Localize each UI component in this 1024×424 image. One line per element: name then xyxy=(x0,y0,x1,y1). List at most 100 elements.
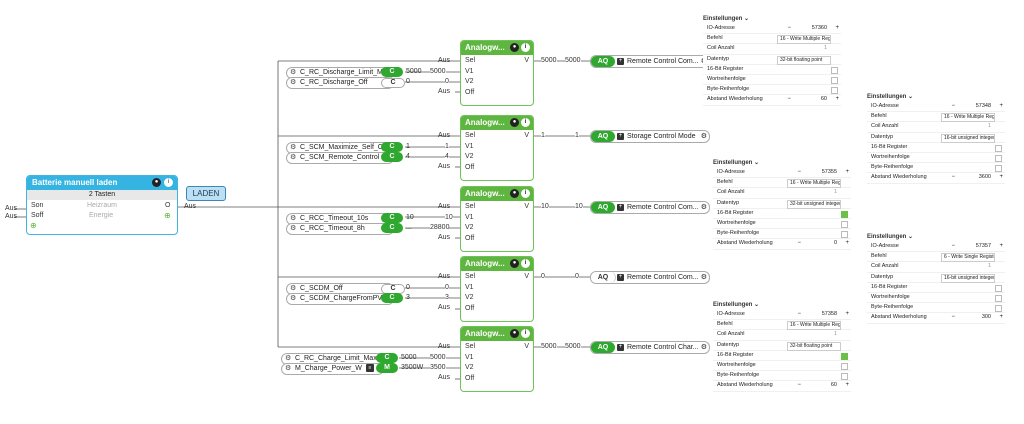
coil-anzahl-input[interactable]: 1 xyxy=(823,45,827,52)
wortreihenfolge-checkbox[interactable] xyxy=(841,220,848,228)
chevron-down-icon[interactable]: ⌄ xyxy=(908,94,914,100)
gear-icon[interactable]: ⚙ xyxy=(285,355,292,362)
abstand-input[interactable]: 60 xyxy=(830,382,837,389)
io-address-input[interactable]: 57348 xyxy=(975,103,991,109)
gear-icon[interactable]: ⚙ xyxy=(290,154,297,161)
info-icon[interactable]: i xyxy=(521,329,530,338)
gear-icon[interactable]: ⚙ xyxy=(290,144,297,151)
increment-button[interactable]: + xyxy=(999,103,1003,109)
increment-button[interactable]: + xyxy=(835,25,839,31)
befehl-select[interactable]: 16 - Write Multiple Register xyxy=(787,321,841,331)
decrement-button[interactable]: − xyxy=(787,96,791,103)
io-address-input[interactable]: 57357 xyxy=(975,243,991,249)
wortreihenfolge-checkbox[interactable] xyxy=(841,362,848,370)
gear-icon[interactable]: ⚙ xyxy=(290,225,297,232)
decrement-button[interactable]: − xyxy=(787,25,791,31)
analog-output-block[interactable]: AQ + Remote Control Com... ⚙ xyxy=(590,201,710,214)
analog-selector-block[interactable]: Analogw... ● i Sel V1 V2 Off V xyxy=(460,115,534,181)
decrement-button[interactable]: − xyxy=(797,240,801,247)
coil-anzahl-input[interactable]: 1 xyxy=(987,263,991,270)
bytereihenfolge-checkbox[interactable] xyxy=(841,373,848,381)
coil-anzahl-input[interactable]: 1 xyxy=(987,123,991,130)
gear-icon[interactable]: ⚙ xyxy=(290,69,297,76)
befehl-select[interactable]: 6 - Write Single Register (O... xyxy=(941,253,995,263)
abstand-input[interactable]: 0 xyxy=(833,240,837,247)
io-address-input[interactable]: 57358 xyxy=(821,311,837,317)
main-function-block[interactable]: Batterie manuell laden ● i 2 Tasten Son … xyxy=(26,175,178,235)
bytereihenfolge-checkbox[interactable] xyxy=(831,87,838,95)
befehl-select[interactable]: 16 - Write Multiple Register xyxy=(787,179,841,189)
gear-icon[interactable]: ⚙ xyxy=(290,215,297,222)
gear-icon[interactable]: ⚙ xyxy=(285,365,292,372)
abstand-input[interactable]: 3600 xyxy=(978,174,991,181)
add-icon[interactable]: + xyxy=(617,274,624,281)
io-address-input[interactable]: 57355 xyxy=(821,169,837,175)
chevron-down-icon[interactable]: ⌄ xyxy=(744,16,750,22)
constant-block[interactable]: ⚙C_SCDM_ChargeFromPV... xyxy=(286,293,394,305)
datentyp-select[interactable]: 16-bit unsigned integer xyxy=(941,133,995,143)
increment-button[interactable]: + xyxy=(835,96,839,103)
bytereihenfolge-checkbox[interactable] xyxy=(995,305,1002,313)
add-icon[interactable]: + xyxy=(617,133,624,140)
gear-icon[interactable]: ⚙ xyxy=(700,133,707,140)
decrement-button[interactable]: − xyxy=(951,243,955,249)
info-icon[interactable]: i xyxy=(521,259,530,268)
add-icon[interactable]: + xyxy=(617,344,624,351)
decrement-button[interactable]: − xyxy=(797,169,801,175)
constant-block[interactable]: ⚙C_SCM_Remote_Control xyxy=(286,152,394,164)
abstand-input[interactable]: 300 xyxy=(981,314,991,321)
bytereihenfolge-checkbox[interactable] xyxy=(995,165,1002,173)
reg16-checkbox[interactable] xyxy=(841,352,848,360)
analog-output-block[interactable]: AQ + Remote Control Com... ⚙ xyxy=(590,55,710,68)
analog-selector-block[interactable]: Analogw... ● i Sel V1 V2 Off V xyxy=(460,256,534,322)
decrement-button[interactable]: − xyxy=(797,311,801,317)
chevron-down-icon[interactable]: ⌄ xyxy=(754,302,760,308)
datentyp-select[interactable]: 16-bit unsigned integer xyxy=(941,273,995,283)
io-address-input[interactable]: 57360 xyxy=(811,25,827,31)
coil-anzahl-input[interactable]: 1 xyxy=(833,189,837,196)
increment-button[interactable]: + xyxy=(999,174,1003,181)
info-icon[interactable]: i xyxy=(521,189,530,198)
add-icon[interactable]: + xyxy=(617,204,624,211)
wortreihenfolge-checkbox[interactable] xyxy=(995,154,1002,162)
reg16-checkbox[interactable] xyxy=(995,144,1002,152)
bytereihenfolge-checkbox[interactable] xyxy=(841,231,848,239)
analog-selector-block[interactable]: Analogw... ● i Sel V1 V2 Off V xyxy=(460,326,534,392)
abstand-input[interactable]: 60 xyxy=(820,96,827,103)
info-icon[interactable]: i xyxy=(164,178,173,187)
datentyp-select[interactable]: 32-bit floating point xyxy=(777,55,831,65)
info-icon[interactable]: i xyxy=(521,118,530,127)
datentyp-select[interactable]: 32-bit floating point xyxy=(787,341,841,351)
wortreihenfolge-checkbox[interactable] xyxy=(831,76,838,84)
gear-icon[interactable]: ⚙ xyxy=(700,274,707,281)
chevron-down-icon[interactable]: ⌄ xyxy=(908,234,914,240)
increment-button[interactable]: + xyxy=(845,311,849,317)
analog-selector-block[interactable]: Analogw... ● i Sel V1 V2 Off V xyxy=(460,186,534,252)
analog-output-block[interactable]: AQ + Remote Control Char... ⚙ xyxy=(590,341,710,354)
add-output-icon[interactable]: ⊕ xyxy=(164,211,171,220)
decrement-button[interactable]: − xyxy=(951,314,955,321)
analog-selector-block[interactable]: Analogw... ● i Sel V1 V2 Off V xyxy=(460,40,534,106)
increment-button[interactable]: + xyxy=(999,314,1003,321)
decrement-button[interactable]: − xyxy=(951,103,955,109)
gear-icon[interactable]: ⚙ xyxy=(290,79,297,86)
analog-output-block[interactable]: AQ + Remote Control Com... ⚙ xyxy=(590,271,710,284)
chevron-down-icon[interactable]: ⌄ xyxy=(754,160,760,166)
increment-button[interactable]: + xyxy=(999,243,1003,249)
gear-icon[interactable]: ⚙ xyxy=(700,204,707,211)
decrement-button[interactable]: − xyxy=(797,382,801,389)
analog-output-block[interactable]: AQ + Storage Control Mode ⚙ xyxy=(590,130,710,143)
reg16-checkbox[interactable] xyxy=(841,210,848,218)
laden-button[interactable]: LADEN xyxy=(186,186,226,201)
gear-icon[interactable]: ⚙ xyxy=(700,344,707,351)
increment-button[interactable]: + xyxy=(845,382,849,389)
constant-block[interactable]: ⚙C_RCC_Timeout_8h xyxy=(286,223,394,235)
reg16-checkbox[interactable] xyxy=(995,284,1002,292)
wortreihenfolge-checkbox[interactable] xyxy=(995,294,1002,302)
gear-icon[interactable]: ⚙ xyxy=(290,285,297,292)
info-icon[interactable]: i xyxy=(521,43,530,52)
gear-icon[interactable]: ⚙ xyxy=(290,295,297,302)
increment-button[interactable]: + xyxy=(845,240,849,247)
decrement-button[interactable]: − xyxy=(951,174,955,181)
increment-button[interactable]: + xyxy=(845,169,849,175)
